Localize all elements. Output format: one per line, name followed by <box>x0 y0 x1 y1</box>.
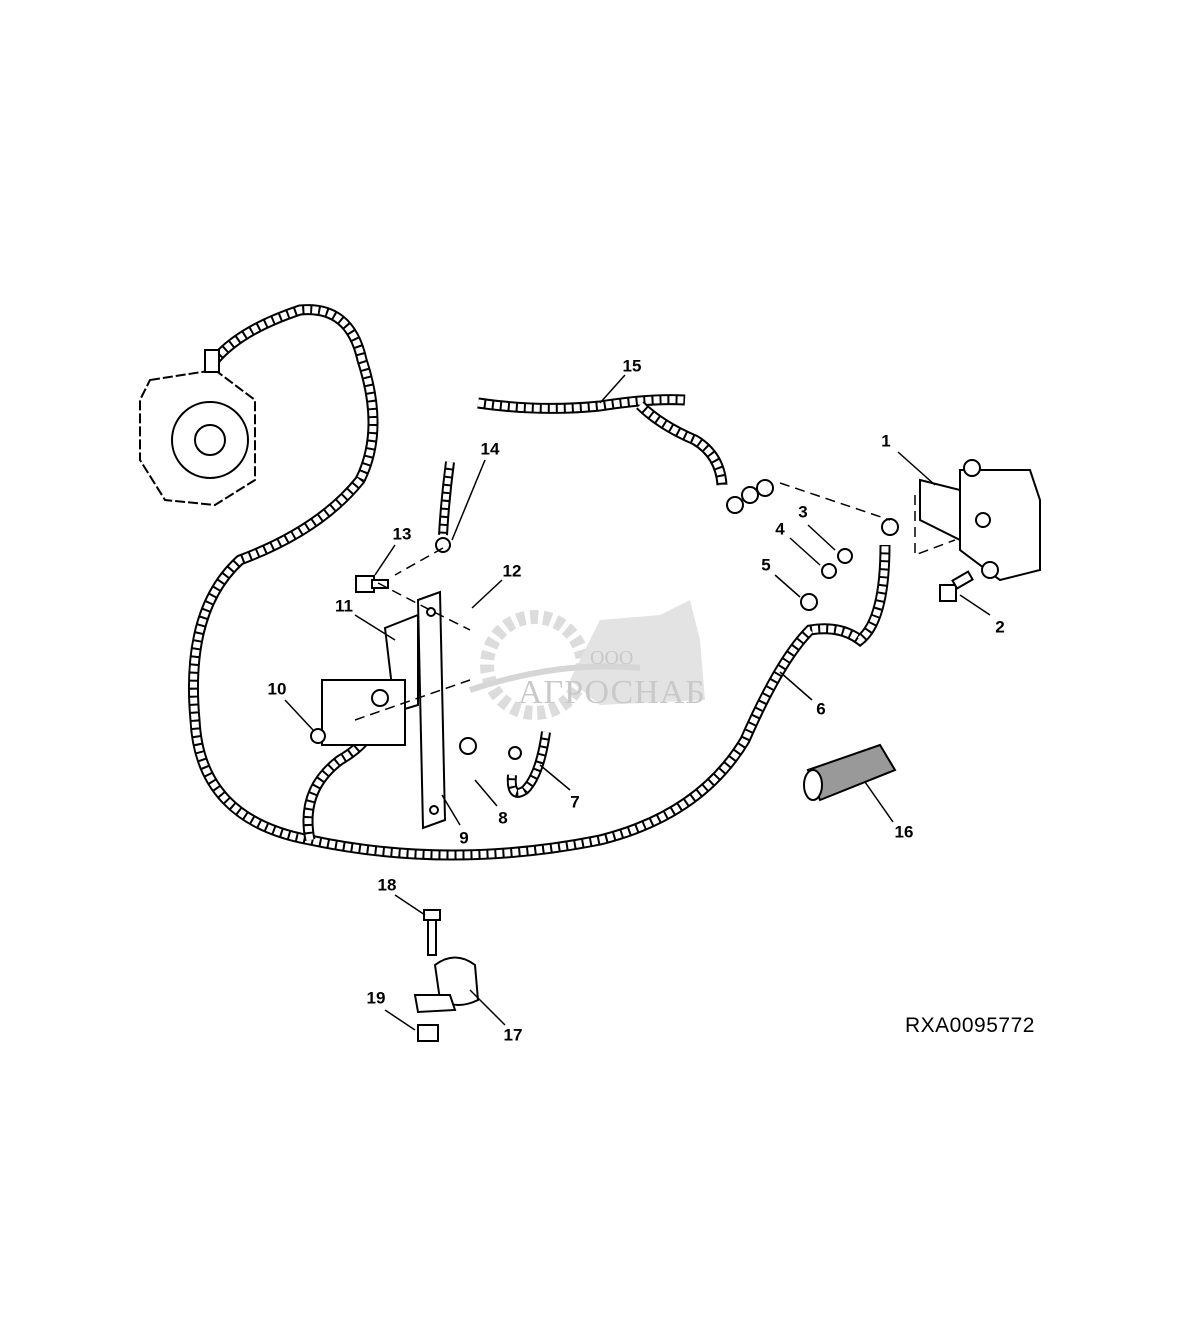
callout-2[interactable]: 2 <box>995 617 1005 637</box>
callout-4[interactable]: 4 <box>775 519 785 539</box>
leader-lines <box>284 374 991 1031</box>
callout-14[interactable]: 14 <box>480 439 500 459</box>
assembly-guides <box>354 482 956 721</box>
relay-1 <box>919 459 1041 582</box>
lead-7 <box>506 731 551 798</box>
fasteners <box>310 518 974 755</box>
callout-15[interactable]: 15 <box>622 356 642 376</box>
callout-13[interactable]: 13 <box>392 524 412 544</box>
callout-11[interactable]: 11 <box>335 596 353 616</box>
clamp-assembly <box>413 909 480 1042</box>
callout-1[interactable]: 1 <box>881 431 891 451</box>
callout-10[interactable]: 10 <box>267 679 287 699</box>
callout-12[interactable]: 12 <box>502 561 522 581</box>
bracket-9 <box>321 590 447 830</box>
callout-5[interactable]: 5 <box>761 555 771 575</box>
callout-18[interactable]: 18 <box>377 875 397 895</box>
callout-17[interactable]: 17 <box>503 1025 523 1045</box>
callout-7[interactable]: 7 <box>570 792 580 812</box>
harness-15 <box>477 394 774 514</box>
callout-6[interactable]: 6 <box>816 699 826 719</box>
callout-19[interactable]: 19 <box>366 988 386 1008</box>
callout-8[interactable]: 8 <box>498 808 508 828</box>
sleeve-16 <box>803 743 897 802</box>
callout-3[interactable]: 3 <box>798 502 808 522</box>
alternator <box>139 349 256 507</box>
diagram-reference-code: RXA0095772 <box>905 1014 1035 1037</box>
watermark-name: АГРОСНАБ <box>518 674 706 711</box>
callout-9[interactable]: 9 <box>459 828 469 848</box>
watermark-prefix: ООО <box>590 647 634 669</box>
callout-16[interactable]: 16 <box>894 822 914 842</box>
watermark-logo <box>469 600 705 720</box>
lead-14 <box>435 461 455 553</box>
